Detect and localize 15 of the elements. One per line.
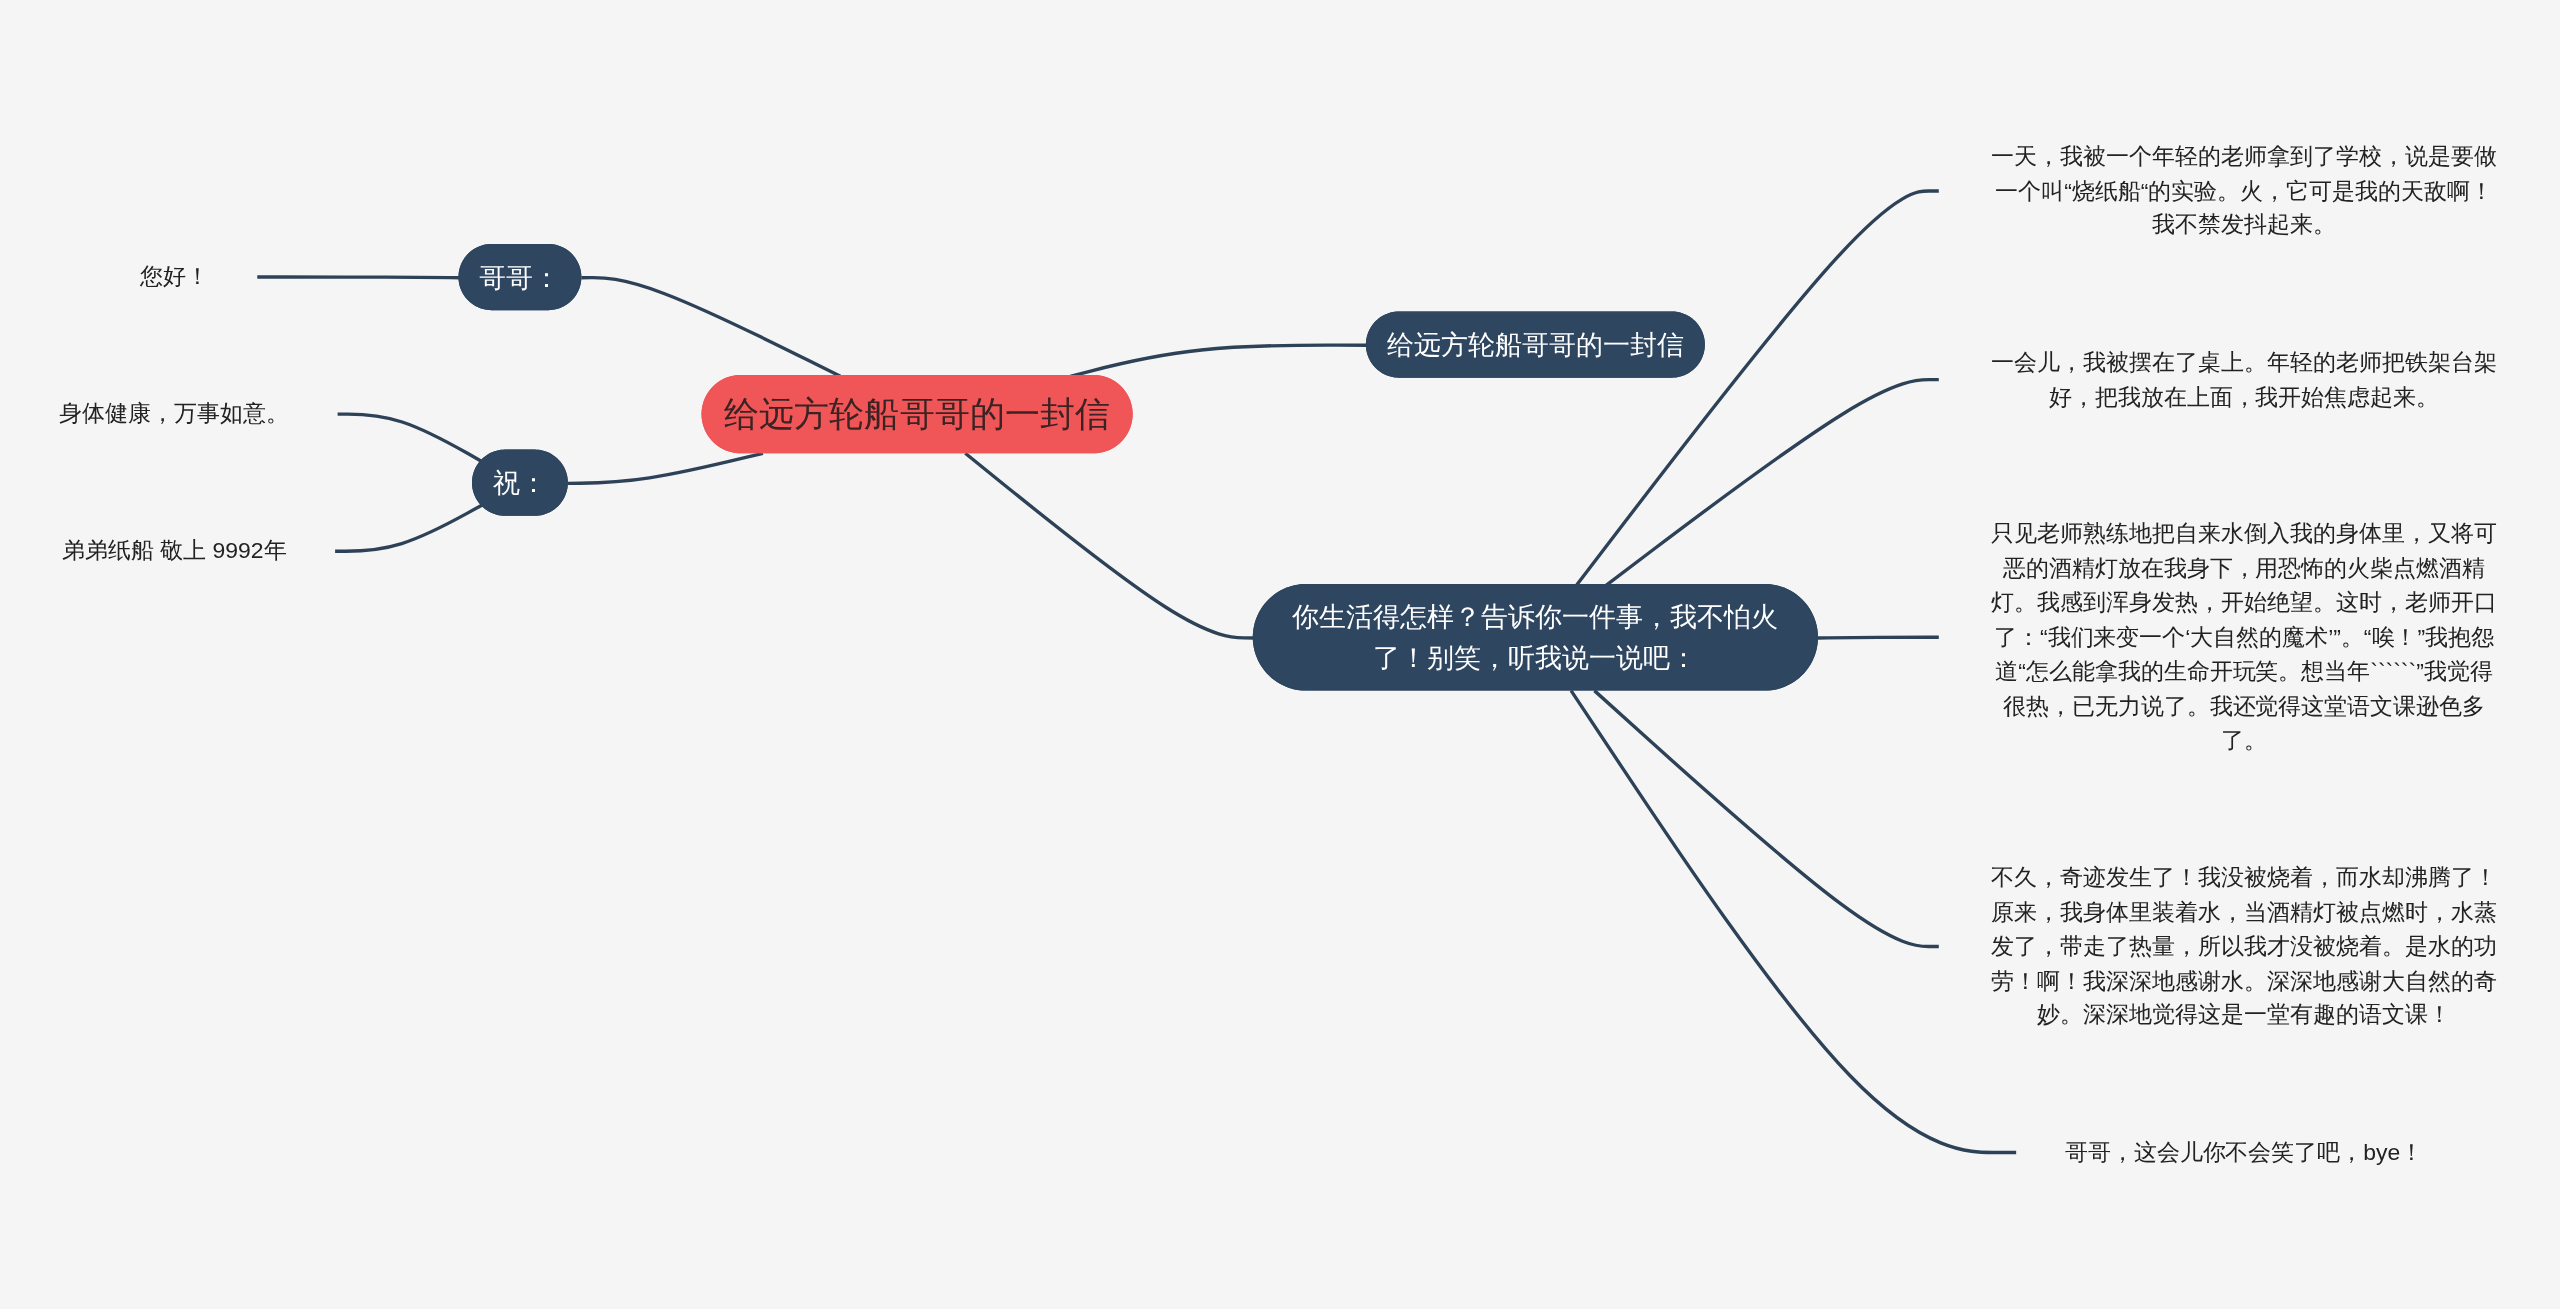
connector (335, 503, 483, 553)
node-text: 不久，奇迹发生了！我没被烧着，而水却沸腾了！原来，我身体里装着水，当酒精灯被点燃时，水蒸发了，带走了热量，所以我才没被烧着。是水的功劳！啊！我深深地感谢水。深深地感谢大自然的奇妙。深深地觉得这是一堂有趣的语文课！ (1991, 864, 2497, 1028)
connector (1569, 689, 2017, 1155)
connector (1817, 635, 1939, 640)
node-text: 弟弟纸船 敬上 9992年 (61, 538, 287, 564)
node-text: 一会儿，我被摆在了桌上。年轻的老师把铁架台架好，把我放在上面，我开始焦虑起来。 (1991, 349, 2497, 410)
node-text: 身体健康，万事如意。 (59, 400, 289, 427)
node-text: 您好！ (139, 263, 209, 290)
connector (1593, 689, 1939, 949)
connector (257, 275, 460, 280)
node-text: 只见老师熟练地把自来水倒入我的身体里，又将可恶的酒精灯放在我身下，用恐怖的火柴点燃酒精灯。我感到浑身发热，开始绝望。这时，老师开口了：“我们来变一个‘大自然的魔术’”。“唉！”我抱怨道“怎么能拿我的生命开玩笑。想当年``````”我觉得很热，已无力说了。我还觉得这堂语文课逊色多了。 (1991, 520, 2497, 754)
connector (337, 412, 483, 463)
node-text: 一天，我被一个年轻的老师拿到了学校，说是要做一个叫“烧纸船“的实验。火，它可是我的天敌啊！我不禁发抖起来。 (1991, 143, 2497, 238)
node-text: 哥哥，这会儿你不会笑了吧，bye！ (2064, 1139, 2424, 1165)
connector (567, 451, 764, 485)
